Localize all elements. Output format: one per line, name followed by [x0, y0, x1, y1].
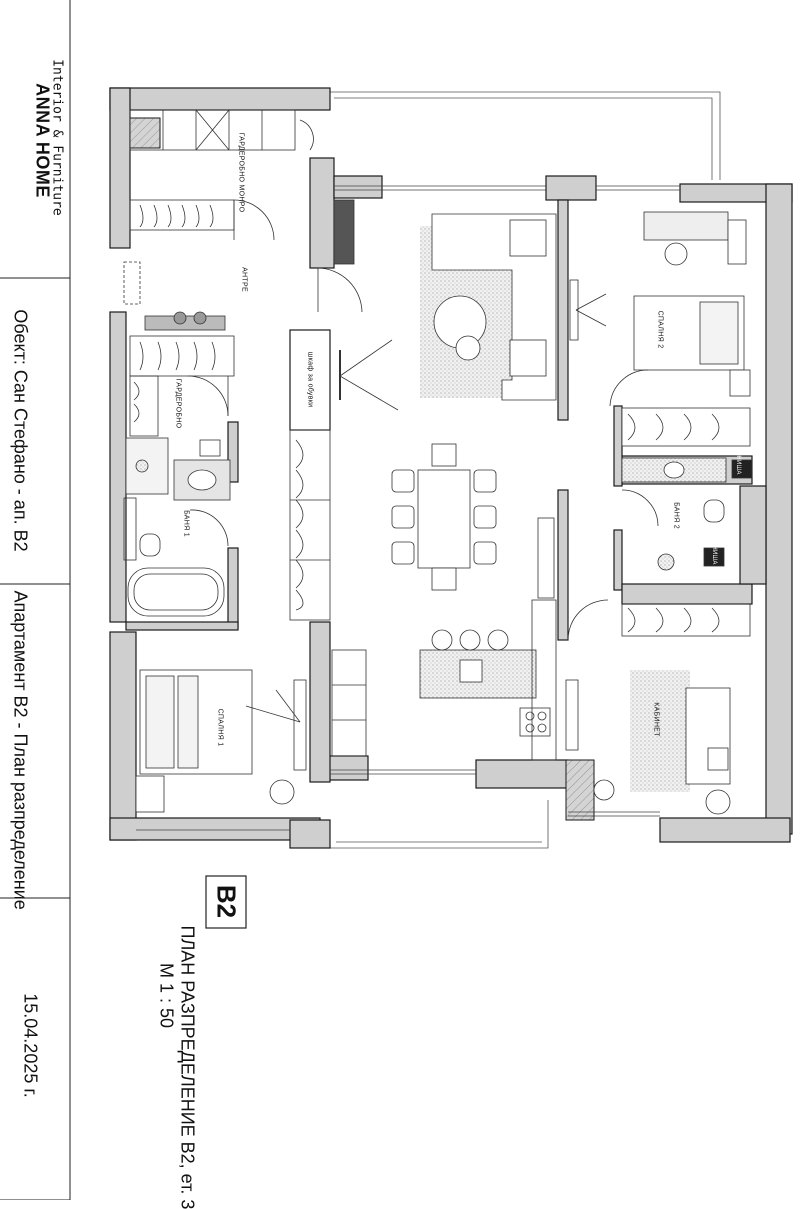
antre-sliding-door [123, 261, 363, 313]
bedroom2-furniture [609, 211, 751, 447]
room-label-niche2: НИША [711, 545, 717, 565]
bath1-fixtures [123, 437, 231, 617]
terrace-outline [330, 91, 721, 849]
object-label: Обект: Сан Стефано - ап. В2 [10, 309, 31, 552]
plan-tag-frame [205, 875, 247, 929]
date-label: 15.04.2025 г. [20, 993, 41, 1098]
title-block [0, 0, 71, 1200]
plan-title: ПЛАН РАЗПРЕДЕЛЕНИЕ В2, ет. 3 [177, 925, 198, 1209]
column-hatched [565, 759, 595, 821]
plan-tag: B2 [211, 884, 242, 919]
apartment-label: Апартамент В2 - План разпределение [10, 590, 31, 910]
room-label-bath1: БАНЯ 1 [182, 510, 190, 537]
room-label-wardrobe: ГАРДЕРОБНО [174, 378, 182, 429]
room-label-bedroom2: СПАЛНЯ 2 [656, 310, 664, 349]
bath2-fixtures [621, 457, 753, 571]
cabinet-furniture [565, 599, 751, 815]
room-label-niche1: НИША [735, 455, 741, 475]
wardrobe-top [129, 109, 314, 241]
wardrobe-left [129, 311, 235, 437]
walls [109, 87, 793, 849]
windows [136, 185, 680, 831]
room-label-cabinet: КАБИНЕТ [652, 702, 660, 737]
company-subtitle: Interior & Furniture [49, 59, 65, 216]
room-label-shoe-cabinet: шкаф за обувки [306, 351, 314, 408]
plan-scale: М 1 : 50 [156, 962, 177, 1029]
room-label-bath2: БАНЯ 2 [672, 502, 680, 529]
room-label-wardrobe-mono: ГАРДЕРОБНО МОНРО [237, 132, 245, 213]
living-room [333, 199, 607, 411]
shoe-cabinet-furniture [289, 429, 331, 621]
room-label-antre: АНТРЕ [240, 267, 248, 292]
column-hatched [129, 117, 161, 149]
kitchen [331, 517, 557, 761]
dining-table [391, 443, 497, 591]
bedroom1-furniture [135, 669, 307, 813]
room-label-bedroom1: СПАЛНЯ 1 [216, 708, 224, 747]
